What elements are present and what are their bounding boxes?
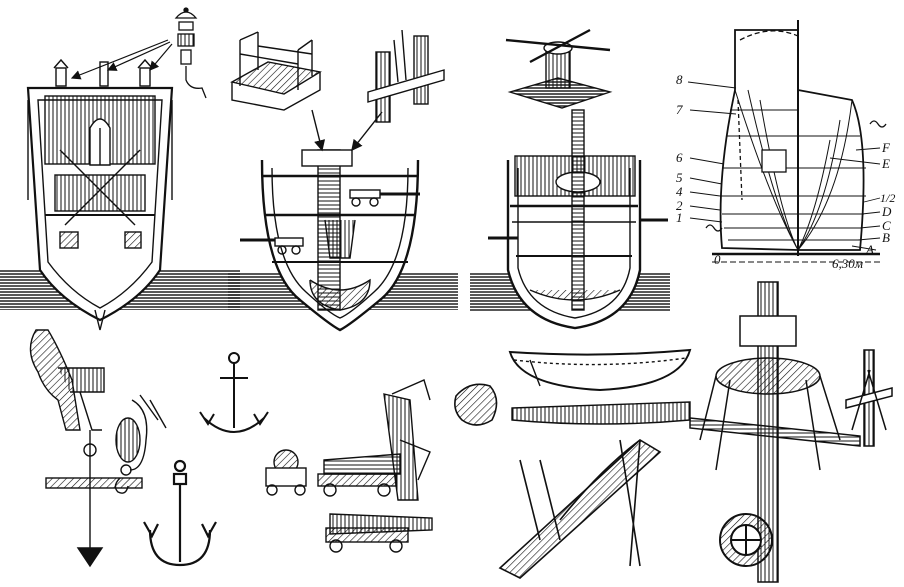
hull-leader-lines bbox=[687, 81, 881, 251]
station-label-7: 7 bbox=[676, 102, 683, 117]
tackle-block-detail bbox=[114, 394, 167, 494]
waterline-label-e: E bbox=[881, 156, 890, 171]
figurehead-beak-detail bbox=[29, 329, 105, 431]
crosstree-detail bbox=[845, 349, 893, 447]
carronade-front-detail bbox=[265, 449, 307, 496]
hold-cross-section bbox=[470, 109, 670, 330]
top-plan-wheel-detail bbox=[719, 513, 773, 567]
longboat-detail bbox=[508, 348, 692, 392]
hull-waterline-labels: F E 1/2 D C B A 6,30м bbox=[832, 140, 895, 271]
stern-cross-section bbox=[0, 58, 240, 331]
boat-cross-section bbox=[454, 383, 498, 426]
station-label-5: 5 bbox=[676, 170, 683, 185]
waterline-label-c: C bbox=[882, 218, 891, 233]
capstan-frame-detail bbox=[230, 31, 326, 152]
gun-barrel-detail bbox=[325, 513, 433, 553]
scale-label: 6,30м bbox=[832, 256, 863, 271]
waterline-label-b: B bbox=[882, 230, 890, 245]
station-label-1: 1 bbox=[676, 210, 683, 225]
lantern-arrows bbox=[70, 39, 173, 80]
hull-station-labels: 8 7 6 5 4 2 1 0 bbox=[676, 72, 721, 267]
small-anchor-icon bbox=[199, 352, 269, 433]
station-label-4: 4 bbox=[676, 184, 683, 199]
boat-hull-side-detail bbox=[511, 401, 691, 425]
lantern-detail bbox=[174, 7, 207, 99]
waterline-label-d: D bbox=[881, 204, 892, 219]
grapnel-hoist-detail bbox=[45, 430, 143, 568]
cannon-carriage-detail bbox=[317, 379, 431, 501]
mast-top-platform-detail bbox=[689, 281, 861, 583]
large-anchor-icon bbox=[143, 459, 217, 567]
waterline-label-half: 1/2 bbox=[880, 191, 895, 205]
capstan-detail bbox=[505, 28, 613, 109]
station-label-8: 8 bbox=[676, 72, 683, 87]
station-label-2: 2 bbox=[676, 198, 683, 213]
station-label-6: 6 bbox=[676, 150, 683, 165]
waterline-label-f: F bbox=[881, 140, 891, 155]
station-label-0: 0 bbox=[714, 252, 721, 267]
midship-cross-section bbox=[228, 149, 458, 332]
rigging-detail bbox=[498, 439, 662, 579]
waterline-label-a: A bbox=[865, 242, 874, 257]
bitt-post-detail bbox=[351, 29, 445, 152]
hull-lines-drawing bbox=[705, 20, 887, 263]
